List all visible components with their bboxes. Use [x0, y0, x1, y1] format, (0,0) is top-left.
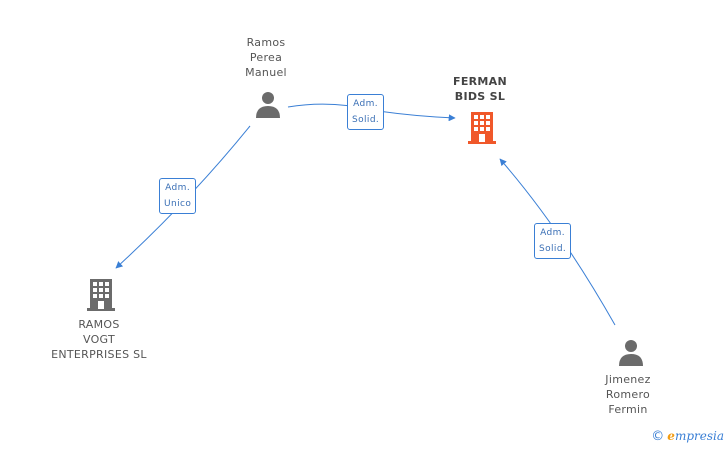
edge-label-line: Solid.	[539, 244, 567, 254]
node-label-jimenez-romero[interactable]: Jimenez Romero Fermin	[588, 372, 668, 417]
edge-label-line: Adm.	[540, 228, 566, 238]
node-label-line: RAMOS	[78, 318, 120, 331]
node-label-ramos-vogt[interactable]: RAMOS VOGT ENTERPRISES SL	[43, 317, 155, 362]
copyright-icon: ©	[651, 429, 665, 444]
edge-label-line: Unico	[164, 199, 192, 209]
edge-label-adm-unico: Adm. Unico	[159, 178, 197, 214]
building-icon[interactable]	[85, 277, 117, 311]
person-icon[interactable]	[254, 90, 282, 118]
node-label-line: Ramos	[246, 36, 286, 49]
node-label-line: Manuel	[245, 66, 287, 79]
edge-label-line: Solid.	[352, 115, 380, 125]
node-label-ramos-perea[interactable]: Ramos Perea Manuel	[226, 35, 306, 80]
edge-label-line: Adm.	[353, 99, 379, 109]
building-icon[interactable]	[466, 110, 498, 144]
edge-label-line: Adm.	[165, 183, 191, 193]
edge-label-adm-solid: Adm. Solid.	[534, 223, 572, 259]
node-label-line: VOGT	[82, 333, 116, 346]
node-label-line: Perea	[249, 51, 283, 64]
brand-name: mpresia	[674, 429, 724, 443]
node-label-line: ENTERPRISES SL	[51, 348, 147, 361]
node-label-line: Jimenez	[605, 373, 651, 386]
node-label-ferman-bids[interactable]: FERMAN BIDS SL	[440, 74, 520, 104]
node-label-line: Fermin	[608, 403, 648, 416]
edge-label-adm-solid: Adm. Solid.	[347, 94, 385, 130]
person-icon[interactable]	[617, 338, 645, 366]
node-label-line: FERMAN	[453, 75, 507, 88]
brand-initial: e	[667, 429, 675, 443]
empresia-logo: ©empresia	[651, 429, 724, 444]
node-label-line: BIDS SL	[454, 90, 506, 103]
node-label-line: Romero	[605, 388, 651, 401]
